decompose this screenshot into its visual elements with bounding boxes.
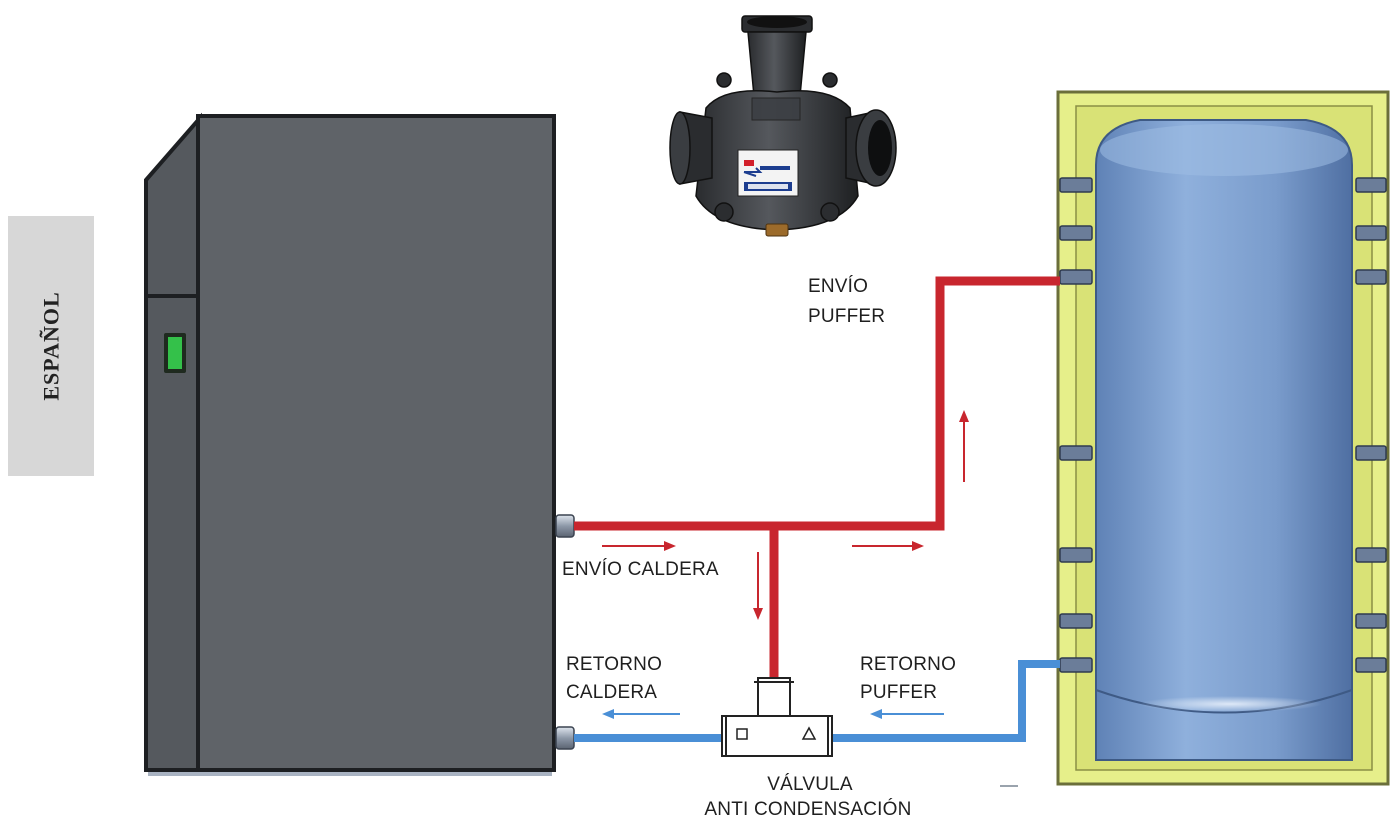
supply-piping xyxy=(574,276,1060,678)
boiler-return-stub xyxy=(555,726,575,750)
language-tab-label: ESPAÑOL xyxy=(39,291,64,400)
arrow-supply-up xyxy=(959,410,969,482)
arrow-return-puffer-left xyxy=(870,709,944,719)
label-valve-line2: ANTI CONDENSACIÓN xyxy=(704,798,911,820)
label-return-puffer-line2: PUFFER xyxy=(860,682,937,703)
label-supply-boiler: ENVÍO CALDERA xyxy=(562,559,719,580)
triangle-symbol-icon xyxy=(801,726,817,740)
label-valve-line1: VÁLVULA xyxy=(767,774,853,795)
arrow-supply-right xyxy=(602,541,676,551)
label-supply-puffer-line1: ENVÍO xyxy=(808,276,868,297)
boiler-supply-stub xyxy=(555,514,575,538)
return-piping xyxy=(574,660,1060,742)
boiler-front xyxy=(196,114,556,772)
tank-fittings xyxy=(1059,177,1387,673)
label-return-boiler-line2: CALDERA xyxy=(566,682,657,703)
label-valve: VÁLVULA ANTI CONDENSACIÓN xyxy=(704,774,911,820)
label-return-puffer: RETORNO PUFFER xyxy=(860,654,956,703)
arrow-return-boiler-left xyxy=(602,709,680,719)
status-light xyxy=(168,337,182,369)
tank-body xyxy=(1095,119,1353,761)
label-return-puffer-line1: RETORNO xyxy=(860,654,956,675)
label-supply-puffer-line2: PUFFER xyxy=(808,306,885,327)
valve-brand-plate xyxy=(737,149,799,197)
three-way-valve-illustration xyxy=(669,15,897,237)
boiler-side-panel xyxy=(144,112,202,772)
boiler xyxy=(144,112,575,776)
anti-condensation-valve-symbol xyxy=(721,677,833,757)
arrow-bypass-down xyxy=(753,552,763,620)
supply-pipe xyxy=(574,276,1060,531)
label-return-boiler: RETORNO CALDERA xyxy=(566,654,662,703)
label-return-boiler-line1: RETORNO xyxy=(566,654,662,675)
arrow-supply-right-2 xyxy=(852,541,924,551)
square-symbol-icon xyxy=(736,728,748,740)
label-supply-puffer: ENVÍO PUFFER xyxy=(808,276,885,327)
language-tab[interactable]: ESPAÑOL xyxy=(8,216,94,476)
flow-arrows xyxy=(602,410,969,719)
puffer-tank xyxy=(1056,90,1390,786)
puffer-return-pipe xyxy=(832,660,1060,742)
